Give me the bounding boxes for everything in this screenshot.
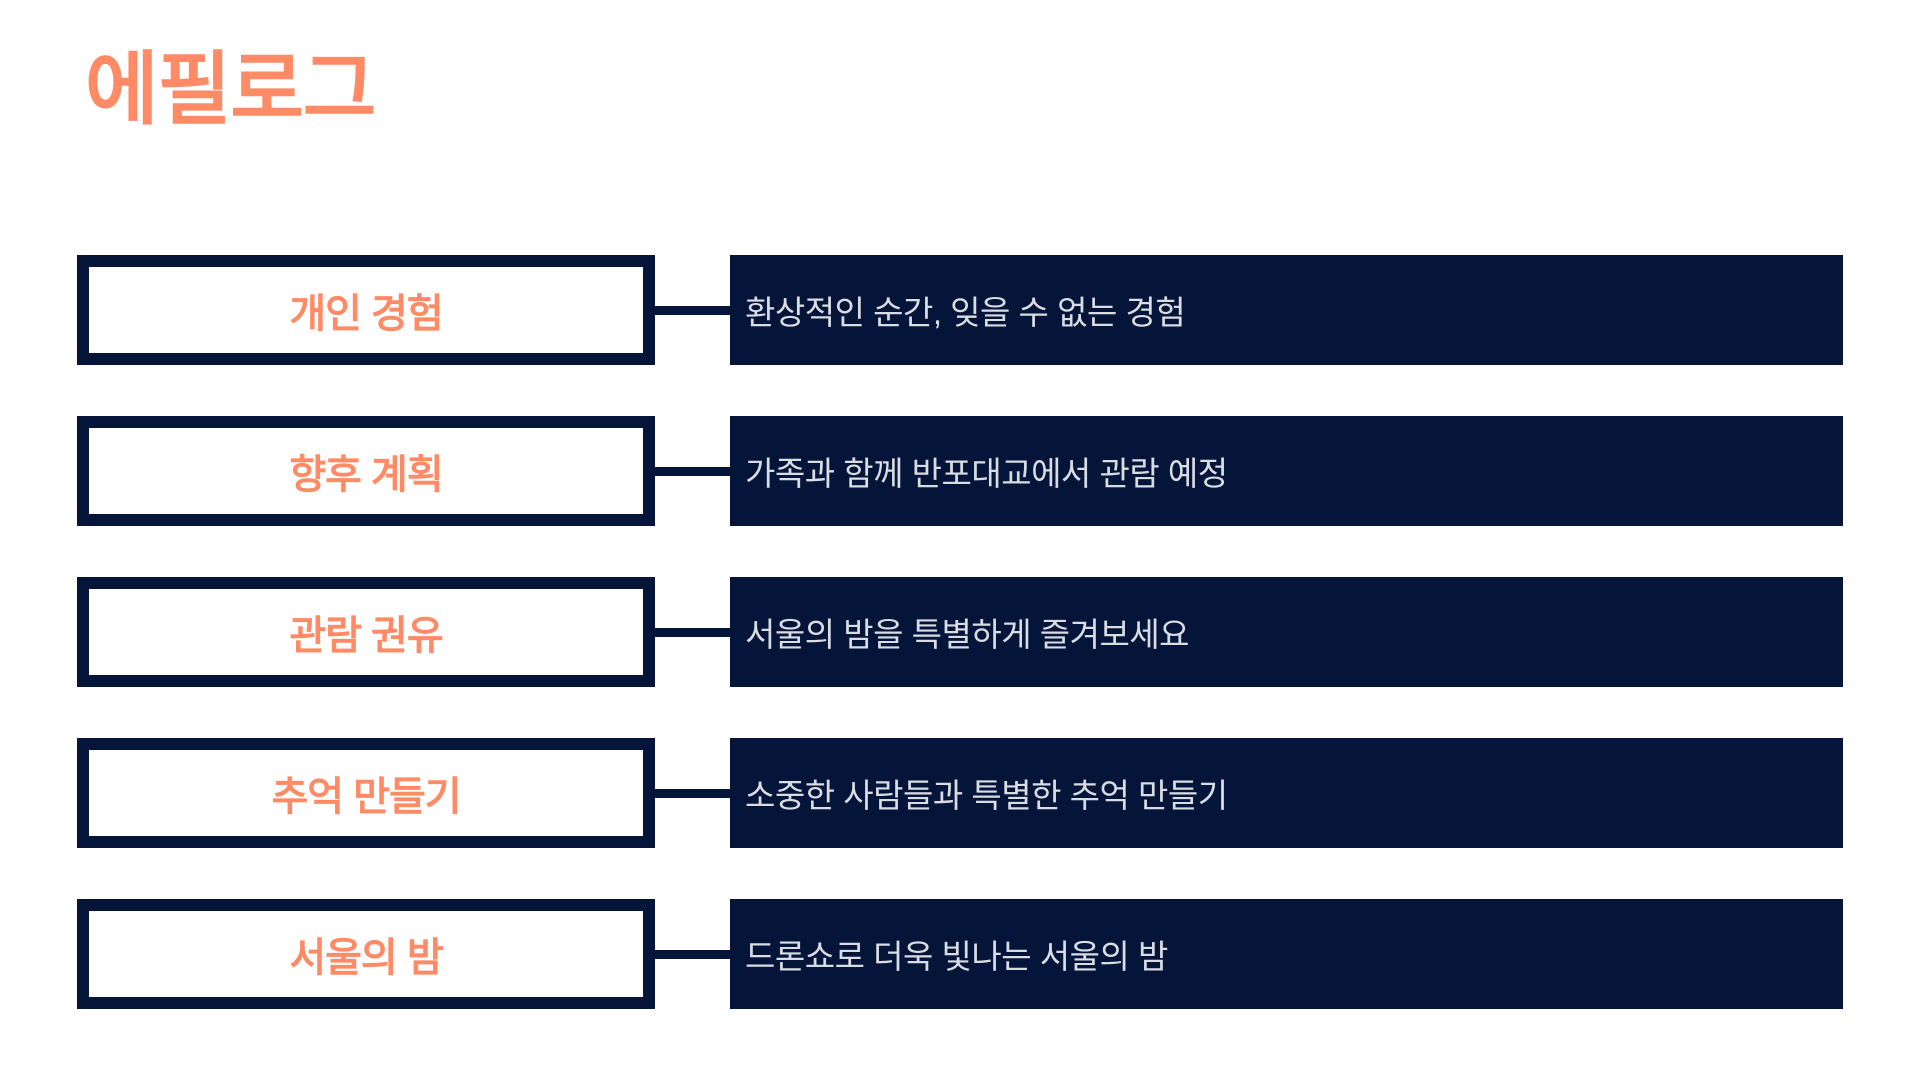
description-text: 소중한 사람들과 특별한 추억 만들기 (745, 777, 1228, 814)
description-box-5: 드론쇼로 더욱 빛나는 서울의 밤 (730, 899, 1843, 1009)
topic-label: 서울의 밤 (289, 936, 443, 980)
description-box-4: 소중한 사람들과 특별한 추억 만들기 (730, 738, 1843, 848)
description-box-3: 서울의 밤을 특별하게 즐겨보세요 (730, 577, 1843, 687)
topic-label: 추억 만들기 (271, 775, 461, 819)
topic-box-1: 개인 경험 (77, 255, 655, 365)
description-text: 가족과 함께 반포대교에서 관람 예정 (745, 455, 1228, 492)
epilogue-row-2: 향후 계획 가족과 함께 반포대교에서 관람 예정 (77, 416, 1843, 526)
description-box-1: 환상적인 순간, 잊을 수 없는 경험 (730, 255, 1843, 365)
topic-box-2: 향후 계획 (77, 416, 655, 526)
description-text: 서울의 밤을 특별하게 즐겨보세요 (745, 616, 1190, 653)
connector-line (655, 466, 730, 476)
epilogue-row-4: 추억 만들기 소중한 사람들과 특별한 추억 만들기 (77, 738, 1843, 848)
topic-box-4: 추억 만들기 (77, 738, 655, 848)
connector-line (655, 627, 730, 637)
connector-line (655, 305, 730, 315)
topic-label: 관람 권유 (289, 614, 443, 658)
page-title: 에필로그 (85, 45, 376, 134)
epilogue-row-1: 개인 경험 환상적인 순간, 잊을 수 없는 경험 (77, 255, 1843, 365)
topic-label: 향후 계획 (289, 453, 443, 497)
topic-box-5: 서울의 밤 (77, 899, 655, 1009)
topic-box-3: 관람 권유 (77, 577, 655, 687)
description-text: 환상적인 순간, 잊을 수 없는 경험 (745, 294, 1186, 331)
epilogue-row-3: 관람 권유 서울의 밤을 특별하게 즐겨보세요 (77, 577, 1843, 687)
connector-line (655, 788, 730, 798)
epilogue-row-5: 서울의 밤 드론쇼로 더욱 빛나는 서울의 밤 (77, 899, 1843, 1009)
connector-line (655, 949, 730, 959)
description-text: 드론쇼로 더욱 빛나는 서울의 밤 (745, 938, 1168, 975)
topic-label: 개인 경험 (289, 292, 443, 336)
description-box-2: 가족과 함께 반포대교에서 관람 예정 (730, 416, 1843, 526)
